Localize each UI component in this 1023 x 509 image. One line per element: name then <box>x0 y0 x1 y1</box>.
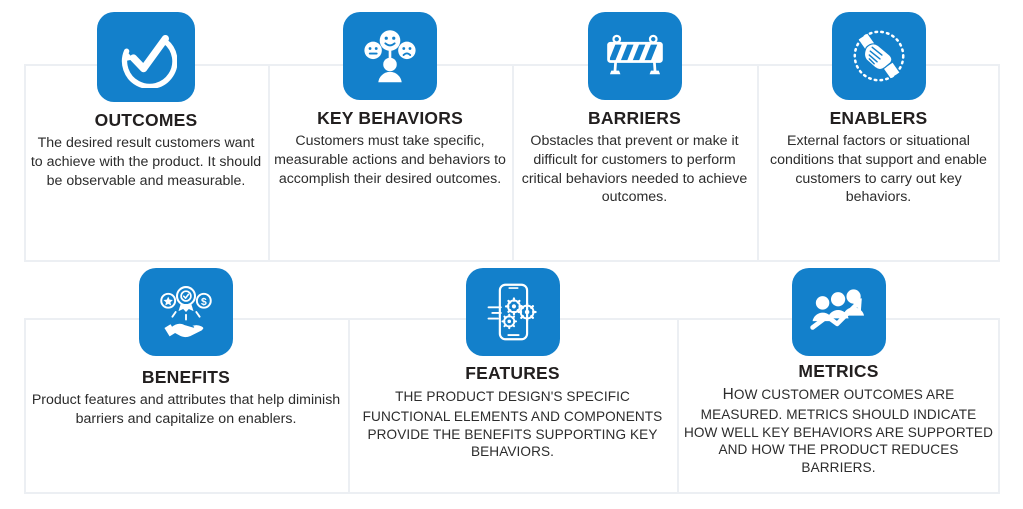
card-description: The desired result customers want to ach… <box>30 135 262 189</box>
bottom-row-divider-2 <box>677 318 679 494</box>
card-title: ENABLERS <box>829 108 928 128</box>
card-description: Obstacles that prevent or make it diffic… <box>521 133 748 206</box>
three-faces-person-icon-tile <box>343 12 437 100</box>
card-key-behaviors: KEY BEHAVIORS Customers must take specif… <box>268 12 512 188</box>
three-faces-person-icon <box>360 26 420 86</box>
road-barricade-icon <box>604 27 666 85</box>
card-description: HOW CUSTOMER OUTCOMES ARE MEASURED. METR… <box>677 385 1000 477</box>
hand-awards-icon-tile: $ <box>139 268 233 356</box>
card-title: KEY BEHAVIORS <box>317 108 463 128</box>
card-description: THE PRODUCT DESIGN'S SPECIFIC FUNCTIONAL… <box>348 387 677 461</box>
phone-gears-icon <box>484 281 542 343</box>
handshake-circle-icon <box>848 25 910 87</box>
card-features: FEATURES THE PRODUCT DESIGN'S SPECIFIC F… <box>348 268 677 461</box>
people-growth-arrow-icon <box>808 283 870 341</box>
card-title: FEATURES <box>465 363 560 383</box>
phone-gears-icon-tile <box>465 268 560 356</box>
check-circle-arrow-icon-tile <box>97 12 195 102</box>
handshake-circle-icon-tile <box>831 12 926 100</box>
svg-text:$: $ <box>201 297 207 308</box>
card-description: External factors or situational conditio… <box>770 133 987 206</box>
card-title: BARRIERS <box>588 108 681 128</box>
bottom-row-divider-1 <box>348 318 350 494</box>
top-row-divider-3 <box>757 64 759 262</box>
road-barricade-icon-tile <box>587 12 682 100</box>
card-description: Customers must take specific, measurable… <box>274 133 506 187</box>
card-title: BENEFITS <box>141 367 231 387</box>
card-barriers: BARRIERS Obstacles that prevent or make … <box>512 12 757 207</box>
card-description-body: THE PRODUCT DESIGN'S SPECIFIC FUNCTIONAL… <box>362 389 663 460</box>
card-title: OUTCOMES <box>94 110 198 130</box>
card-metrics: METRICS HOW CUSTOMER OUTCOMES ARE MEASUR… <box>677 268 1000 477</box>
card-outcomes: OUTCOMES The desired result customers wa… <box>24 12 268 190</box>
hand-awards-icon: $ <box>155 282 217 342</box>
check-circle-arrow-icon <box>115 26 177 88</box>
top-row-divider-2 <box>512 64 514 262</box>
top-row-divider-1 <box>268 64 270 262</box>
card-benefits: $ <box>24 268 348 429</box>
card-title: METRICS <box>798 361 879 381</box>
card-description-lead: H <box>722 386 734 404</box>
card-enablers: ENABLERS External factors or situational… <box>757 12 1000 207</box>
card-description: Product features and attributes that hel… <box>31 392 341 427</box>
people-growth-arrow-icon-tile <box>791 268 886 356</box>
card-description-body: OW CUSTOMER OUTCOMES ARE MEASURED. METRI… <box>683 387 994 476</box>
